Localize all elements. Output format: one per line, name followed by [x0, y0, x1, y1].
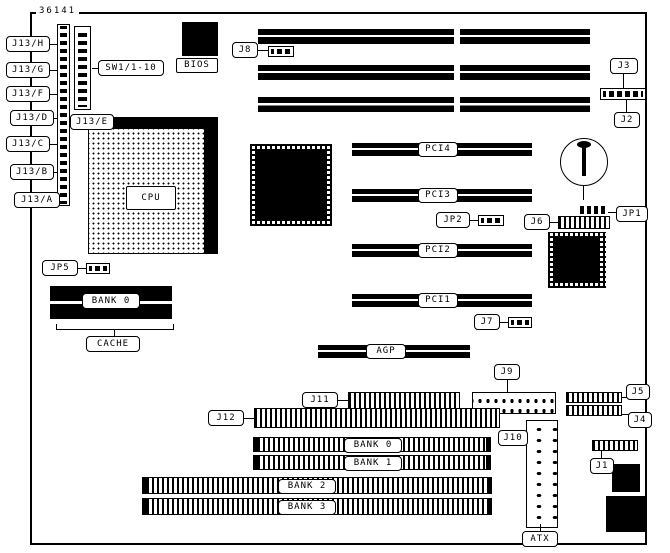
- pointer-line: [78, 268, 86, 269]
- cpu-retention-bar-right: [205, 117, 218, 254]
- isa-slot-2-ext: [460, 65, 590, 80]
- atx-connector: [526, 420, 558, 528]
- pointer-line: [608, 212, 616, 213]
- pointer-line: [50, 44, 58, 45]
- callout-bank3: BANK 3: [278, 500, 336, 515]
- callout-j10: J10: [498, 430, 528, 446]
- pointer-line: [54, 172, 58, 173]
- pointer-line: [540, 524, 541, 531]
- callout-bank0: BANK 0: [344, 438, 402, 453]
- callout-bank1: BANK 1: [344, 456, 402, 471]
- callout-pci3: PCI3: [418, 188, 458, 203]
- callout-cache: CACHE: [86, 336, 140, 352]
- chipset-qfp-small: [548, 232, 606, 288]
- bios-chip: [182, 22, 218, 56]
- callout-j9: J9: [494, 364, 520, 380]
- connector-jp5: [86, 263, 110, 274]
- pointer-line: [50, 144, 58, 145]
- bios-label: BIOS: [176, 58, 218, 73]
- callout-j2: J2: [614, 112, 640, 128]
- callout-j13c: J13/C: [6, 136, 50, 152]
- callout-j13d: J13/D: [10, 110, 54, 126]
- pointer-line: [50, 94, 58, 95]
- isa-slot-3-ext: [460, 97, 590, 112]
- callout-pci1: PCI1: [418, 293, 458, 308]
- pointer-line: [470, 220, 478, 221]
- connector-jp1: [580, 206, 606, 214]
- callout-j4: J4: [628, 412, 652, 428]
- cache-bracket: [56, 324, 174, 330]
- callout-pci4: PCI4: [418, 142, 458, 157]
- connector-j8: [268, 46, 294, 57]
- callout-j13a: J13/A: [14, 192, 60, 208]
- pointer-line: [550, 222, 558, 223]
- callout-jp5: JP5: [42, 260, 78, 276]
- pointer-line: [114, 330, 115, 336]
- pointer-line: [54, 118, 58, 119]
- drawing-number: 36141: [36, 6, 80, 16]
- pointer-line: [50, 70, 58, 71]
- connector-jp2: [478, 215, 504, 226]
- pointer-line: [601, 451, 602, 458]
- isa-slot-2-main: [258, 65, 454, 80]
- pointer-line: [626, 100, 627, 112]
- callout-sw1: SW1/1-10: [98, 60, 164, 76]
- callout-j7: J7: [474, 314, 500, 330]
- callout-agp: AGP: [366, 344, 406, 359]
- ps2-connector-bottom: [606, 496, 646, 532]
- battery-pin: [582, 146, 586, 176]
- callout-j13h: J13/H: [6, 36, 50, 52]
- pointer-line: [507, 380, 508, 392]
- callout-bank2: BANK 2: [278, 479, 336, 494]
- connector-j5: [566, 392, 622, 403]
- callout-j12: J12: [208, 410, 244, 426]
- callout-j5: J5: [626, 384, 650, 400]
- dip-switch-sw1: [74, 26, 91, 110]
- chipset-qfp-large: [250, 144, 332, 226]
- connector-j3-j2: [600, 88, 646, 100]
- callout-j11: J11: [302, 392, 338, 408]
- connector-j4: [566, 405, 622, 416]
- pointer-line: [622, 414, 630, 415]
- cpu-label: CPU: [126, 186, 176, 210]
- pointer-line: [622, 397, 628, 398]
- pointer-line: [92, 68, 98, 69]
- pointer-line: [258, 50, 268, 51]
- callout-j13g: J13/G: [6, 62, 50, 78]
- callout-cache-bank: BANK 0: [82, 293, 140, 309]
- isa-slot-1-ext: [460, 29, 590, 44]
- j13-header-strip: [57, 24, 70, 206]
- battery-pin-head: [577, 141, 591, 148]
- callout-j13b: J13/B: [10, 164, 54, 180]
- callout-j3: J3: [610, 58, 638, 74]
- callout-jp2: JP2: [436, 212, 470, 228]
- connector-j12: [254, 408, 500, 428]
- callout-atx: ATX: [522, 531, 558, 547]
- connector-j1: [592, 440, 638, 451]
- callout-pci2: PCI2: [418, 243, 458, 258]
- callout-j13e: J13/E: [70, 114, 114, 130]
- pointer-line: [500, 322, 508, 323]
- isa-slot-1-main: [258, 29, 454, 44]
- pointer-line: [623, 74, 624, 88]
- isa-slot-3-main: [258, 97, 454, 112]
- battery-lead: [583, 186, 584, 200]
- callout-j6: J6: [524, 214, 550, 230]
- connector-j6: [558, 216, 610, 229]
- callout-j8: J8: [232, 42, 258, 58]
- cache-chip-2: [50, 304, 172, 319]
- ps2-connector-top: [612, 464, 640, 492]
- callout-j13f: J13/F: [6, 86, 50, 102]
- cpu-retention-bar-top: [108, 117, 218, 128]
- connector-j7: [508, 317, 532, 328]
- callout-jp1: JP1: [616, 206, 648, 222]
- pointer-line: [338, 400, 348, 401]
- pointer-line: [244, 418, 254, 419]
- callout-j1: J1: [590, 458, 614, 474]
